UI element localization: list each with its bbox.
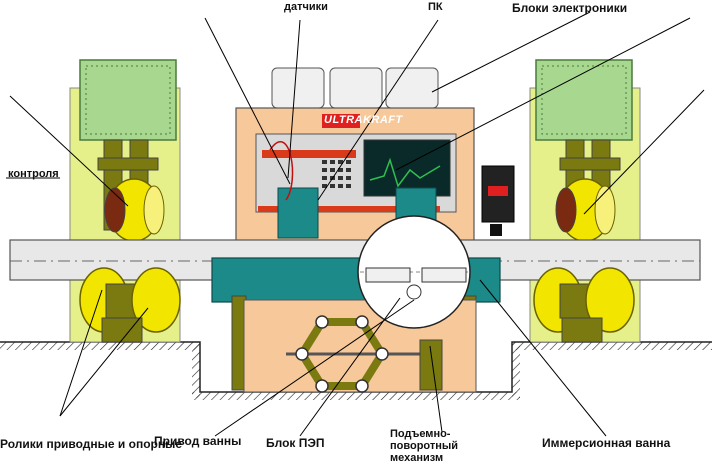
console-brand [322,114,360,128]
lift-mechanism [286,315,443,393]
right-upper-roller [555,178,616,242]
label-bath-drive: Привод ванны [154,434,242,448]
label-electronics-blocks: Блоки электроники [512,1,628,15]
brand-logo: ULTRAKRAFT [324,114,403,126]
leader-lines [6,11,705,437]
zoom-callout [357,215,471,329]
indicator-box [481,165,515,236]
left-upper-roller [104,178,165,242]
left-lower-rollers [79,267,181,343]
label-control: контроля [8,168,59,180]
label-sensors: датчики [284,1,328,13]
label-pep-block: Блок ПЭП [266,436,325,450]
label-lift-mechanism: Подъемно-поворотный механизм [390,428,459,464]
installation-diagram [0,11,712,437]
right-lower-rollers [533,267,635,343]
electronics-blocks [271,67,439,109]
label-support-rollers: Ролики приводные и опорные [0,437,183,451]
label-pc: ПК [428,1,443,13]
label-immersion-bath: Иммерсионная ванна [542,436,671,450]
